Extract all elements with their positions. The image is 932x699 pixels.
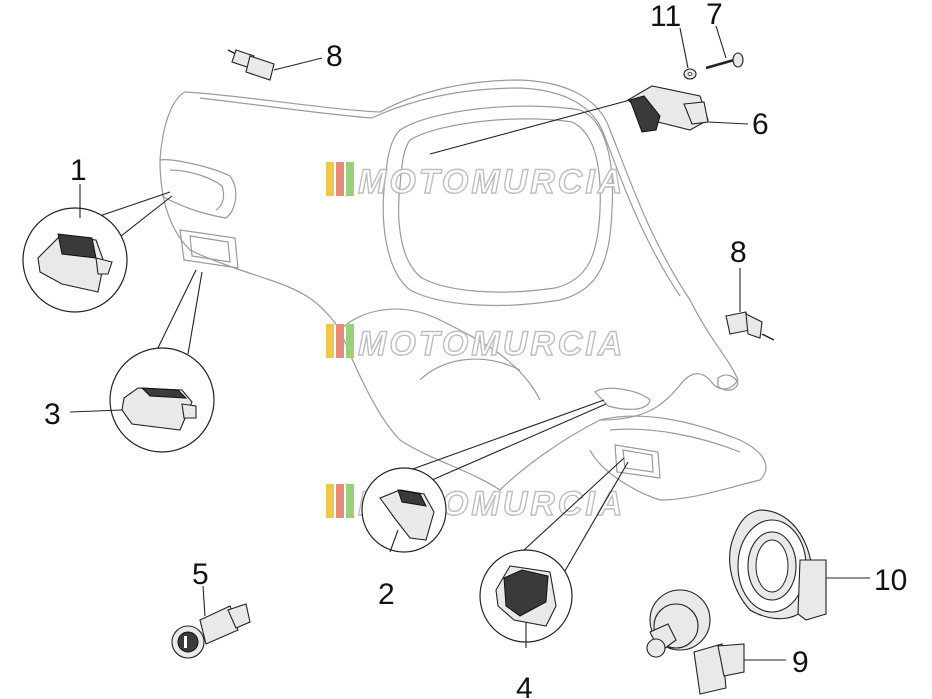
- body-outline: [159, 79, 767, 501]
- part-9-lock[interactable]: [646, 589, 786, 695]
- callout-10: 10: [874, 564, 907, 597]
- callout-5: 5: [192, 558, 209, 591]
- callout-labels: 1 2 3 4 5 6 7 8 8 9 10 11: [44, 0, 907, 699]
- callout-3: 3: [44, 398, 61, 431]
- part-4-switch[interactable]: [479, 457, 629, 648]
- watermark-stripe: [326, 162, 334, 196]
- callout-9: 9: [792, 646, 809, 679]
- watermark-stripe: [336, 324, 344, 358]
- watermark: MOTOMURCIA MOTOMURCIA MOTOMURCIA: [326, 162, 625, 524]
- watermark-stripe: [326, 324, 334, 358]
- part-1-switch[interactable]: [22, 184, 173, 313]
- part-2-switch[interactable]: [361, 399, 607, 553]
- part-10-ring[interactable]: [729, 509, 870, 621]
- part-7-screw[interactable]: [705, 25, 744, 70]
- part-11-washer[interactable]: [679, 27, 697, 80]
- callout-8-top: 8: [326, 40, 343, 73]
- watermark-text: MOTOMURCIA: [358, 325, 625, 363]
- callout-2: 2: [378, 578, 395, 611]
- watermark-stamp-top: MOTOMURCIA: [326, 162, 625, 202]
- part-5-ignition[interactable]: [171, 585, 251, 659]
- watermark-stripe: [346, 484, 354, 518]
- watermark-stripe: [346, 162, 354, 196]
- watermark-text: MOTOMURCIA: [358, 163, 625, 201]
- part-8-bulb-top[interactable]: [227, 49, 323, 81]
- part-6-switch[interactable]: [429, 85, 749, 155]
- watermark-stripe: [336, 484, 344, 518]
- watermark-stripe: [326, 484, 334, 518]
- part-8-bulb-right[interactable]: [725, 268, 775, 341]
- watermark-stamp-middle: MOTOMURCIA: [326, 324, 625, 364]
- part-3-switch[interactable]: [69, 269, 215, 453]
- watermark-stripe: [346, 324, 354, 358]
- callout-6: 6: [752, 108, 769, 141]
- watermark-stripe: [336, 162, 344, 196]
- callout-11: 11: [650, 0, 681, 33]
- callout-1: 1: [70, 154, 87, 187]
- callout-8-right: 8: [730, 236, 747, 269]
- callout-4: 4: [516, 672, 533, 699]
- callout-7: 7: [706, 0, 723, 31]
